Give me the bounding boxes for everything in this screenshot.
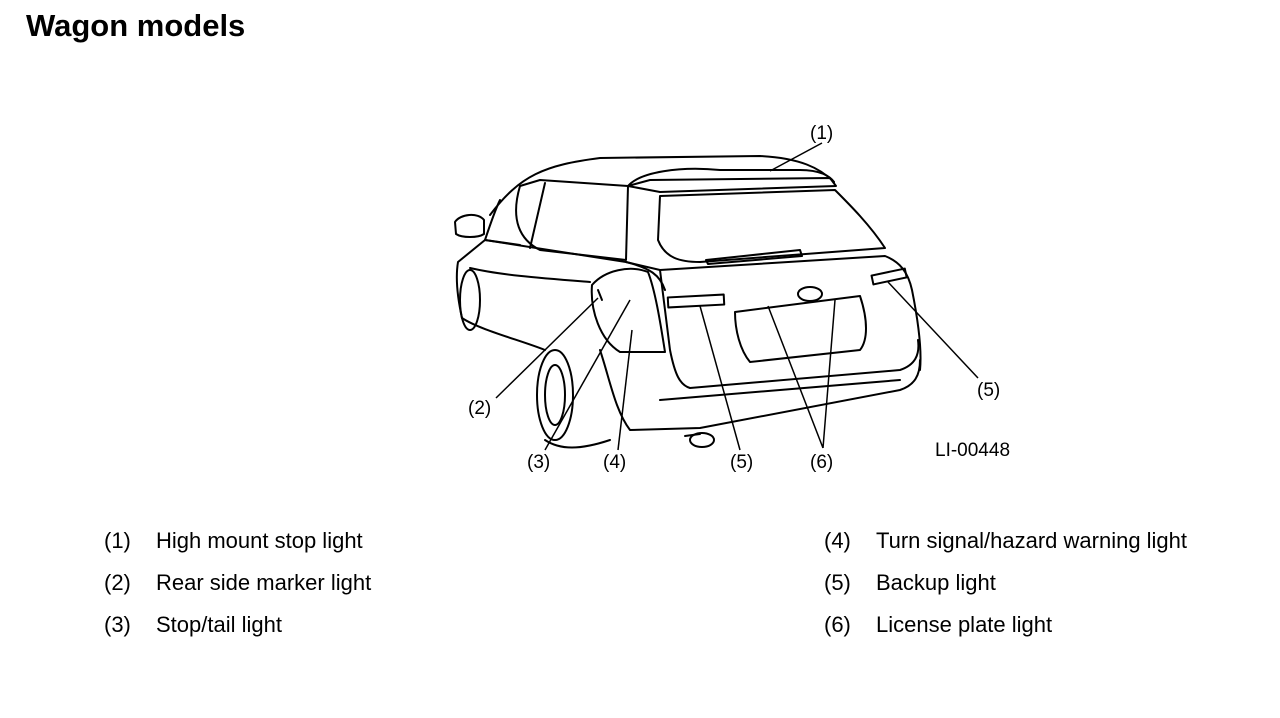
legend-label: Stop/tail light — [156, 612, 282, 637]
figure-code: LI-00448 — [935, 440, 1010, 461]
legend-item: (3) Stop/tail light — [104, 612, 504, 654]
page-title: Wagon models — [26, 8, 246, 43]
callout-2: (2) — [468, 398, 491, 419]
callout-5-right: (5) — [977, 380, 1000, 401]
legend-label: Backup light — [876, 570, 996, 595]
wagon-car-drawing — [454, 155, 922, 449]
callout-5-left: (5) — [730, 452, 753, 473]
legend-left-column: (1) High mount stop light (2) Rear side … — [104, 528, 504, 654]
legend-label: High mount stop light — [156, 528, 363, 553]
legend-label: License plate light — [876, 612, 1053, 637]
legend-item: (4) Turn signal/hazard warning light — [824, 528, 1264, 570]
legend-item: (2) Rear side marker light — [104, 570, 504, 612]
callout-4: (4) — [603, 452, 626, 473]
callout-leader-lines — [495, 142, 979, 451]
legend-number: (4) — [824, 528, 851, 553]
legend-number: (5) — [824, 570, 851, 595]
callout-3: (3) — [527, 452, 550, 473]
legend-item: (6) License plate light — [824, 612, 1264, 654]
legend-right-column: (4) Turn signal/hazard warning light (5)… — [824, 528, 1264, 654]
legend-item: (5) Backup light — [824, 570, 1264, 612]
legend-number: (1) — [104, 528, 131, 553]
callout-6: (6) — [810, 452, 833, 473]
legend-number: (3) — [104, 612, 131, 637]
callout-1: (1) — [810, 123, 833, 144]
legend-number: (2) — [104, 570, 131, 595]
legend-number: (6) — [824, 612, 851, 637]
legend-item: (1) High mount stop light — [104, 528, 504, 570]
legend-label: Rear side marker light — [156, 570, 372, 595]
legend-label: Turn signal/hazard warning light — [876, 528, 1188, 553]
